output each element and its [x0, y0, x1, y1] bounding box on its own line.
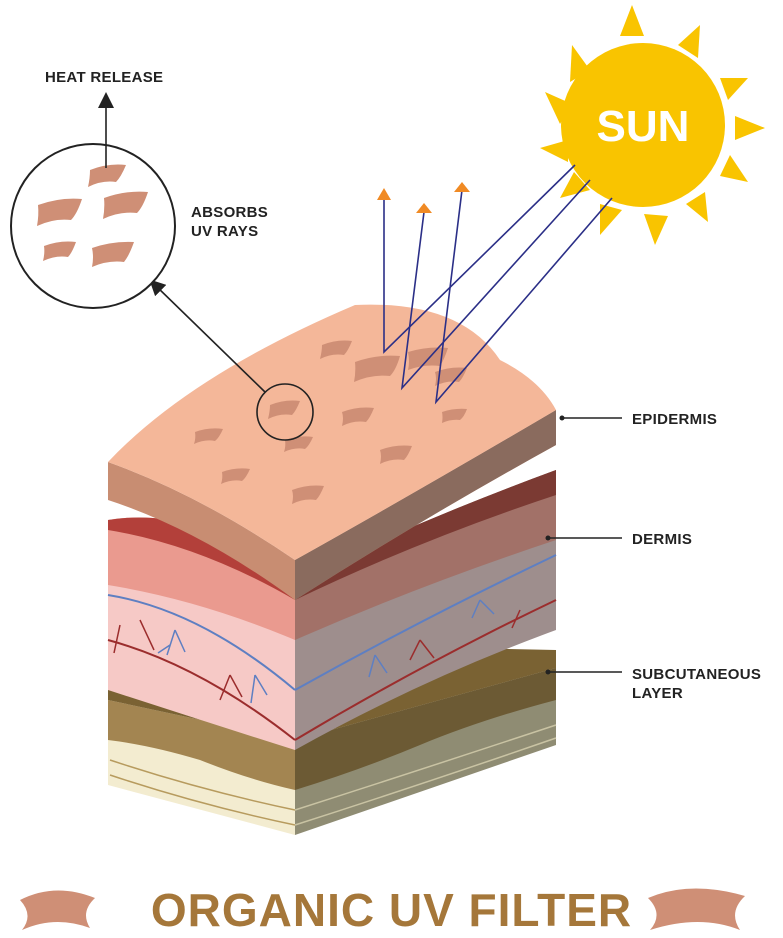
filter-particles [194, 340, 467, 504]
epidermis-label: EPIDERMIS [632, 411, 717, 428]
dermis-layer [107, 470, 557, 750]
uv-rays [383, 164, 613, 405]
leader-lines [548, 417, 622, 673]
uv-arrow-tips [377, 182, 470, 213]
epidermis-layer [108, 304, 556, 600]
footer-title: ORGANIC UV FILTER [150, 884, 633, 936]
subcutaneous-label-line2: LAYER [632, 685, 683, 702]
footer-left-swoosh-icon [20, 890, 95, 930]
magnifier-small-circle [256, 383, 314, 441]
magnified-particles [37, 164, 148, 267]
magnifier-large-circle [10, 143, 176, 309]
subcutaneous-label-line1: SUBCUTANEOUS [632, 666, 761, 683]
sun-disc [561, 43, 725, 207]
footer-right-swoosh-icon [648, 888, 745, 930]
sun-label: SUN [597, 102, 690, 151]
magnifier-arrow [149, 279, 266, 393]
sun: SUN [540, 5, 765, 245]
dermis-label: DERMIS [632, 531, 692, 548]
leader-dots [545, 415, 565, 675]
absorbs-label-line1: ABSORBS [191, 204, 268, 221]
absorbs-label-line2: UV RAYS [191, 223, 258, 240]
magnifier [10, 92, 314, 441]
heat-release-label: HEAT RELEASE [45, 69, 163, 86]
